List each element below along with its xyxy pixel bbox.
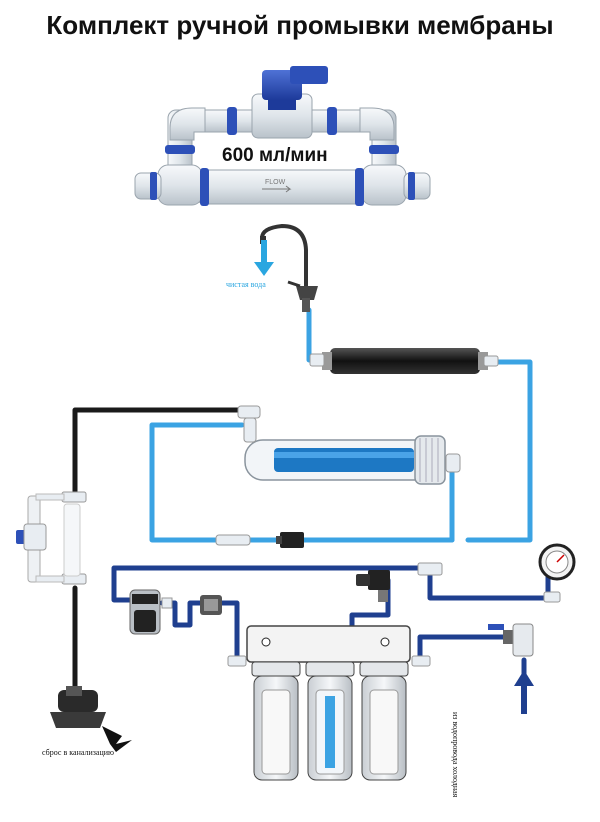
filter-diagram: FLOW xyxy=(16,66,576,781)
feed-water-valve xyxy=(488,623,534,657)
flush-kit-attachment xyxy=(16,491,87,585)
post-carbon-filter xyxy=(309,348,499,374)
page-title: Комплект ручной промывки мембраны xyxy=(46,10,554,40)
supply-arrow xyxy=(514,670,534,714)
clean-water-label: чистая вода xyxy=(226,280,266,289)
drain-lines xyxy=(72,407,241,693)
clean-water-arrow xyxy=(254,240,274,276)
inline-fittings xyxy=(215,532,304,548)
drain-label: сброс в канализацию xyxy=(42,748,114,757)
low-pressure-switch xyxy=(200,595,222,615)
flush-kit: FLOW xyxy=(134,66,431,206)
shutoff-valve xyxy=(356,562,443,602)
prefilter-bank xyxy=(227,625,431,781)
ball-valve-handle xyxy=(262,66,328,110)
clean-water-lines xyxy=(149,307,533,543)
booster-pump xyxy=(129,589,173,635)
pressure-gauge xyxy=(538,543,576,603)
flow-marking: FLOW xyxy=(265,179,286,186)
membrane-housing xyxy=(237,405,461,485)
flow-rate-label: 600 мл/мин xyxy=(222,145,328,166)
drain-saddle xyxy=(50,686,132,752)
